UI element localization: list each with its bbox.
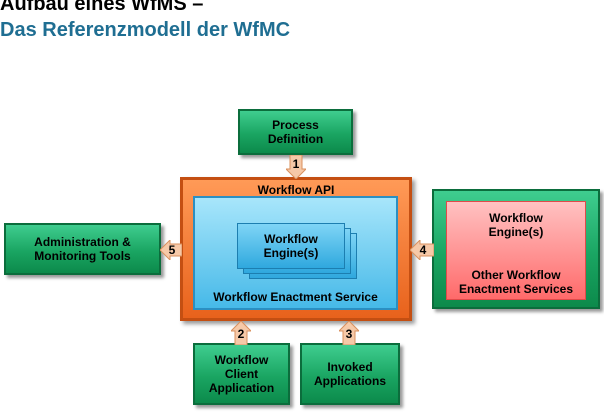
page-subtitle: Das Referenzmodell der WfMC: [0, 19, 291, 41]
other-services-inner: Workflow Engine(s) Other Workflow Enactm…: [446, 201, 586, 300]
workflow-engine-box: Workflow Engine(s): [237, 223, 345, 269]
admin-monitoring-box: Administration & Monitoring Tools: [4, 223, 161, 275]
client-application-label-2: Client: [224, 367, 259, 381]
admin-monitoring-label-2: Monitoring Tools: [34, 249, 131, 263]
enactment-service-label: Workflow Enactment Service: [213, 290, 378, 304]
other-services-label-2: Enactment Services: [458, 282, 574, 296]
client-application-box: Workflow Client Application: [193, 343, 290, 405]
invoked-applications-box: Invoked Applications: [300, 343, 400, 405]
invoked-applications-label-2: Applications: [313, 374, 386, 388]
invoked-applications-label-1: Invoked: [327, 360, 373, 374]
workflow-api-label: Workflow API: [257, 183, 335, 197]
other-services-label-1: Other Workflow: [471, 268, 561, 282]
admin-monitoring-label-1: Administration &: [34, 235, 131, 249]
process-definition-label-2: Definition: [267, 132, 324, 146]
interface-5-number: 5: [168, 243, 176, 257]
client-application-label-1: Workflow: [214, 353, 269, 367]
interface-1-arrow: [286, 155, 306, 179]
enactment-service-box: Workflow Enactment Service: [193, 196, 398, 310]
interface-3-arrow: [339, 321, 359, 345]
workflow-engine-label-2: Engine(s): [263, 246, 319, 260]
page-title: Aufbau eines WfMS –: [0, 0, 204, 15]
client-application-label-3: Application: [208, 381, 275, 395]
process-definition-box: Process Definition: [238, 109, 353, 155]
other-engine-label-2: Engine(s): [488, 225, 544, 239]
interface-2-arrow: [231, 321, 251, 345]
interface-4-number: 4: [419, 243, 427, 257]
interface-2-number: 2: [237, 327, 245, 341]
interface-4-arrow: [410, 240, 434, 260]
workflow-engine-label-1: Workflow: [264, 232, 318, 246]
interface-5-arrow: [160, 240, 182, 260]
interface-3-number: 3: [345, 327, 353, 341]
process-definition-label-1: Process: [272, 118, 319, 132]
interface-1-number: 1: [292, 157, 300, 171]
other-engine-label-1: Workflow: [489, 211, 543, 225]
